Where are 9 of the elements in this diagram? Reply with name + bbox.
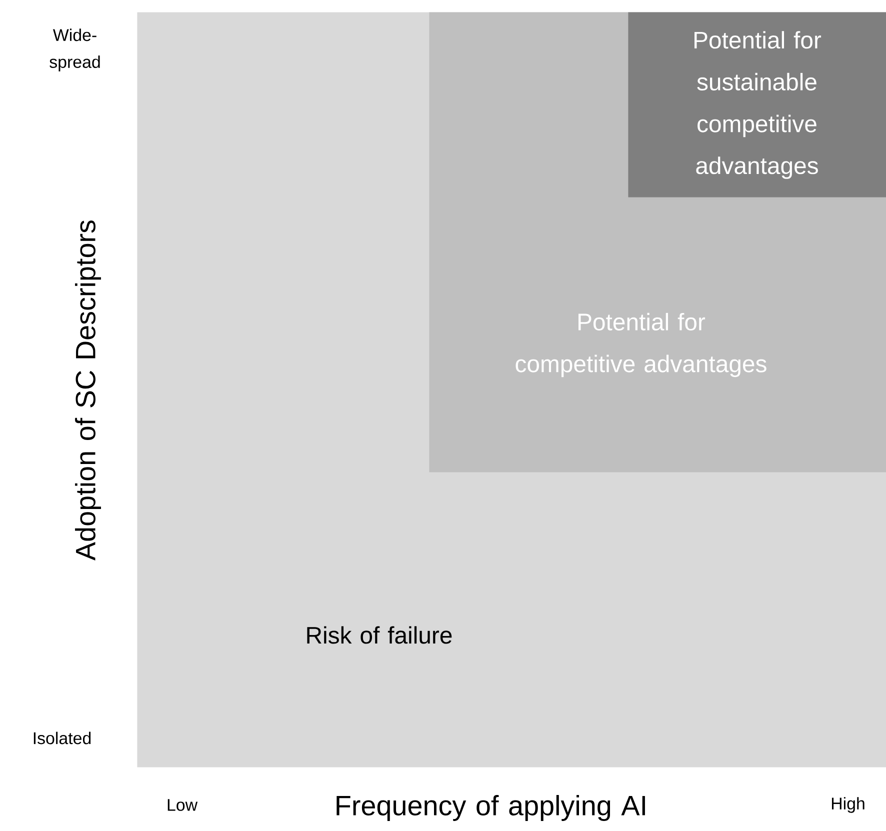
region-label: Risk of failure: [307, 626, 452, 644]
region-label: Potential for sustainable competitive advantages: [694, 31, 822, 179]
axis-title: Frequency of applying AI: [336, 795, 645, 821]
axis-tick-label: High: [832, 797, 864, 813]
axis-tick-label: Isolated: [34, 732, 91, 744]
region-label: Potential for competitive advantages: [516, 312, 766, 378]
axis-title: Adoption of SC Descriptors: [75, 220, 101, 560]
axis-tick-label: Wide- spread: [50, 28, 100, 72]
axis-tick-label: Low: [168, 799, 198, 811]
